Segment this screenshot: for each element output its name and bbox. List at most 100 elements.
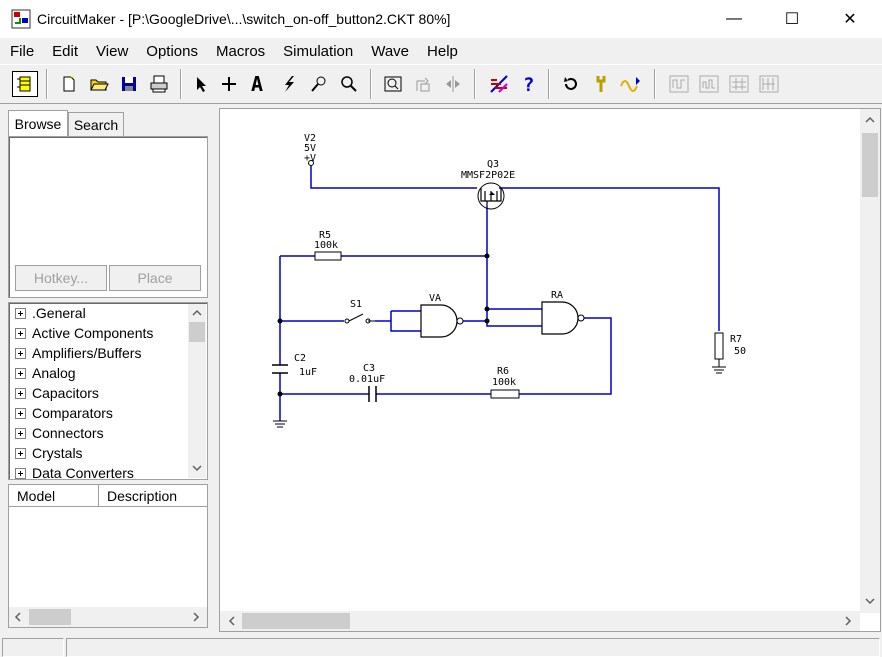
list-item[interactable]: .General (15, 303, 86, 323)
rotate-icon (416, 77, 430, 92)
menu-options[interactable]: Options (146, 42, 198, 60)
close-button[interactable]: ✕ (821, 0, 879, 38)
expand-icon[interactable] (15, 307, 26, 319)
open-file-button[interactable] (86, 71, 112, 97)
hotkey-button[interactable]: Hotkey... (15, 265, 107, 291)
toolbar-separator (370, 69, 372, 99)
s1-switch[interactable]: S1 (344, 299, 375, 324)
parts-bin-button[interactable] (12, 71, 38, 97)
expand-icon[interactable] (15, 327, 26, 339)
undo-rotate-icon (564, 77, 577, 90)
list-item[interactable]: Connectors (15, 423, 104, 443)
probe-button[interactable] (276, 71, 302, 97)
junctions (277, 253, 490, 397)
mirror-icon (446, 76, 460, 92)
menu-file[interactable]: File (10, 42, 35, 60)
menu-wave[interactable]: Wave (371, 42, 410, 60)
menu-macros[interactable]: Macros (215, 42, 266, 60)
column-header-description[interactable]: Description (99, 485, 207, 507)
mirror-button[interactable] (440, 71, 466, 97)
zoom-fit-button[interactable] (380, 71, 406, 97)
list-item[interactable]: Amplifiers/Buffers (15, 343, 141, 363)
model-hscrollbar[interactable] (9, 607, 207, 627)
print-button[interactable] (146, 71, 172, 97)
expand-icon[interactable] (15, 387, 26, 399)
v2-source[interactable]: V2 5V +V (304, 133, 316, 166)
column-header-model[interactable]: Model (9, 485, 99, 507)
menu-edit[interactable]: Edit (52, 42, 79, 60)
list-item[interactable]: Capacitors (15, 383, 99, 403)
library-scrollbar[interactable] (188, 304, 206, 478)
expand-icon[interactable] (15, 347, 26, 359)
minimize-button[interactable]: — (705, 0, 763, 38)
c2-capacitor[interactable]: C2 1uF (272, 353, 317, 378)
menu-bar: File Edit View Options Macros Simulation… (0, 38, 882, 64)
canvas-vscrollbar[interactable] (860, 109, 880, 613)
wrench-button[interactable] (588, 71, 614, 97)
netlist-button[interactable] (486, 71, 512, 97)
expand-icon[interactable] (15, 467, 26, 479)
tab-browse[interactable]: Browse (8, 110, 68, 136)
ra-ref-label: RA (551, 290, 563, 301)
save-button[interactable] (116, 71, 142, 97)
r5-value-label: 100k (314, 240, 338, 251)
expand-icon[interactable] (15, 447, 26, 459)
list-item-label: Comparators (32, 405, 113, 421)
list-item[interactable]: Active Components (15, 323, 153, 343)
maximize-button[interactable]: ☐ (763, 0, 821, 38)
menu-view[interactable]: View (96, 42, 129, 60)
list-item-label: Capacitors (32, 385, 99, 401)
r6-resistor[interactable]: R6 100k (490, 366, 520, 399)
scope2-button[interactable] (696, 71, 722, 97)
expand-icon[interactable] (15, 407, 26, 419)
c2-ref-label: C2 (294, 353, 306, 364)
wire-cross-icon (222, 77, 236, 91)
r7-resistor[interactable]: R7 50 (712, 332, 746, 374)
s1-ref-label: S1 (350, 299, 362, 310)
tab-search[interactable]: Search (68, 112, 124, 136)
scroll-up-icon (192, 309, 202, 316)
menu-help[interactable]: Help (427, 42, 458, 60)
place-button[interactable]: Place (109, 265, 201, 291)
schematic-drawing[interactable]: V2 5V +V Q3 MMSF2P02E R5 100k S1 VA (220, 109, 880, 631)
text-icon: A (251, 74, 263, 94)
list-item[interactable]: Crystals (15, 443, 83, 463)
list-item[interactable]: Comparators (15, 403, 113, 423)
library-list[interactable]: .General Active Components Amplifiers/Bu… (8, 302, 208, 480)
undo-rotate-button[interactable] (558, 71, 584, 97)
rotate-button[interactable] (410, 71, 436, 97)
scroll-right-icon (193, 612, 200, 622)
scroll-down-icon (192, 465, 202, 472)
zoom-button[interactable] (336, 71, 362, 97)
circuitmaker-app-icon[interactable] (11, 9, 31, 29)
scope3-button[interactable] (726, 71, 752, 97)
list-item-label: Connectors (32, 425, 104, 441)
list-item[interactable]: Analog (15, 363, 76, 383)
menu-simulation[interactable]: Simulation (283, 42, 354, 60)
list-item[interactable]: Data Converters (15, 463, 134, 479)
status-bar (0, 636, 882, 657)
schematic-canvas[interactable]: V2 5V +V Q3 MMSF2P02E R5 100k S1 VA (219, 108, 881, 632)
expand-icon[interactable] (15, 367, 26, 379)
netlist-icon (490, 75, 508, 93)
c3-capacitor[interactable]: C3 0.01uF (349, 363, 385, 402)
canvas-hscrollbar[interactable] (220, 611, 860, 631)
new-file-button[interactable] (56, 71, 82, 97)
wrench-icon (596, 76, 606, 92)
wire-tool-button[interactable] (216, 71, 242, 97)
scroll-thumb (242, 613, 350, 629)
ra-nand-gate[interactable]: RA (541, 290, 585, 335)
scope4-button[interactable] (756, 71, 782, 97)
v2-value-label: 5V (304, 143, 316, 154)
va-nand-gate[interactable]: VA (420, 293, 464, 338)
arrow-select-button[interactable] (188, 71, 214, 97)
q3-mosfet[interactable]: Q3 MMSF2P02E (461, 159, 515, 210)
probe-tool-button[interactable] (306, 71, 332, 97)
r5-resistor[interactable]: R5 100k (314, 230, 342, 261)
scroll-thumb (862, 133, 878, 197)
wave-button[interactable] (618, 71, 644, 97)
text-tool-button[interactable]: A (246, 71, 272, 97)
expand-icon[interactable] (15, 427, 26, 439)
help-button[interactable]: ? (516, 71, 542, 97)
scope1-button[interactable] (666, 71, 692, 97)
